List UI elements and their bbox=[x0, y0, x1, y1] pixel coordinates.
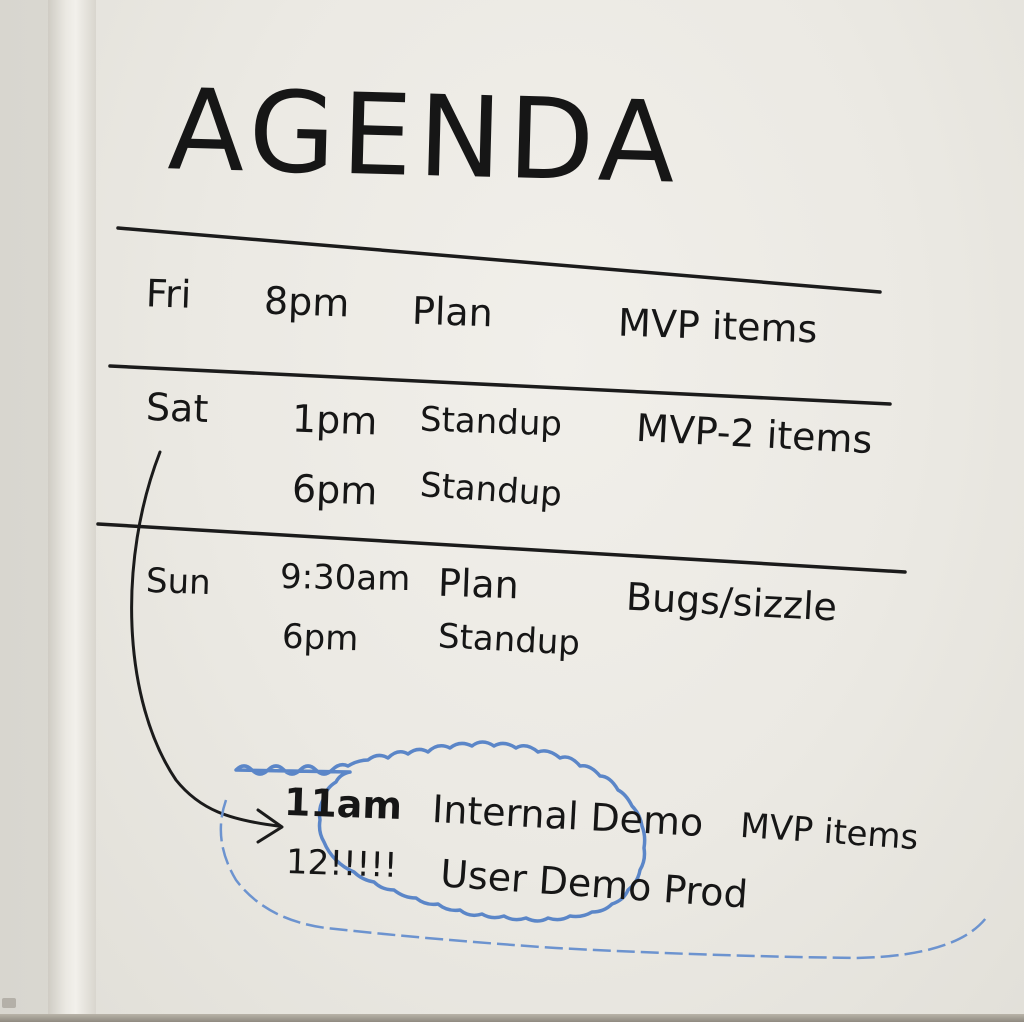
divider-line-title bbox=[116, 226, 882, 294]
sun-time-2: 6pm bbox=[281, 616, 360, 660]
wall-bracket bbox=[2, 998, 16, 1008]
highlight-bubble-inner bbox=[219, 799, 987, 960]
sat-time-2: 6pm bbox=[291, 466, 379, 514]
whiteboard bbox=[96, 0, 1024, 1016]
arrow-curve bbox=[130, 450, 280, 828]
sun-time-1: 9:30am bbox=[279, 556, 411, 600]
arrow-head bbox=[256, 808, 284, 844]
demo-time-1: 11am bbox=[283, 779, 403, 829]
fri-time: 8pm bbox=[263, 278, 351, 326]
fri-day: Fri bbox=[145, 271, 193, 317]
fri-scope: MVP items bbox=[617, 300, 819, 352]
board-tray bbox=[0, 1014, 1024, 1022]
divider-line-sat bbox=[96, 522, 907, 574]
door-frame bbox=[48, 0, 98, 1022]
sat-activity-1: Standup bbox=[419, 399, 563, 445]
highlight-bubble bbox=[234, 740, 647, 923]
divider-line-fri bbox=[108, 364, 892, 406]
sun-activity-2: Standup bbox=[437, 616, 581, 664]
sun-day: Sun bbox=[145, 560, 212, 604]
sat-day: Sat bbox=[145, 384, 210, 432]
sat-time-1: 1pm bbox=[291, 396, 379, 444]
sun-activity-1: Plan bbox=[437, 560, 520, 608]
agenda-title: AGENDA bbox=[166, 65, 683, 209]
demo-time-2: 12!!!!! bbox=[285, 842, 399, 886]
fri-activity: Plan bbox=[411, 288, 494, 336]
